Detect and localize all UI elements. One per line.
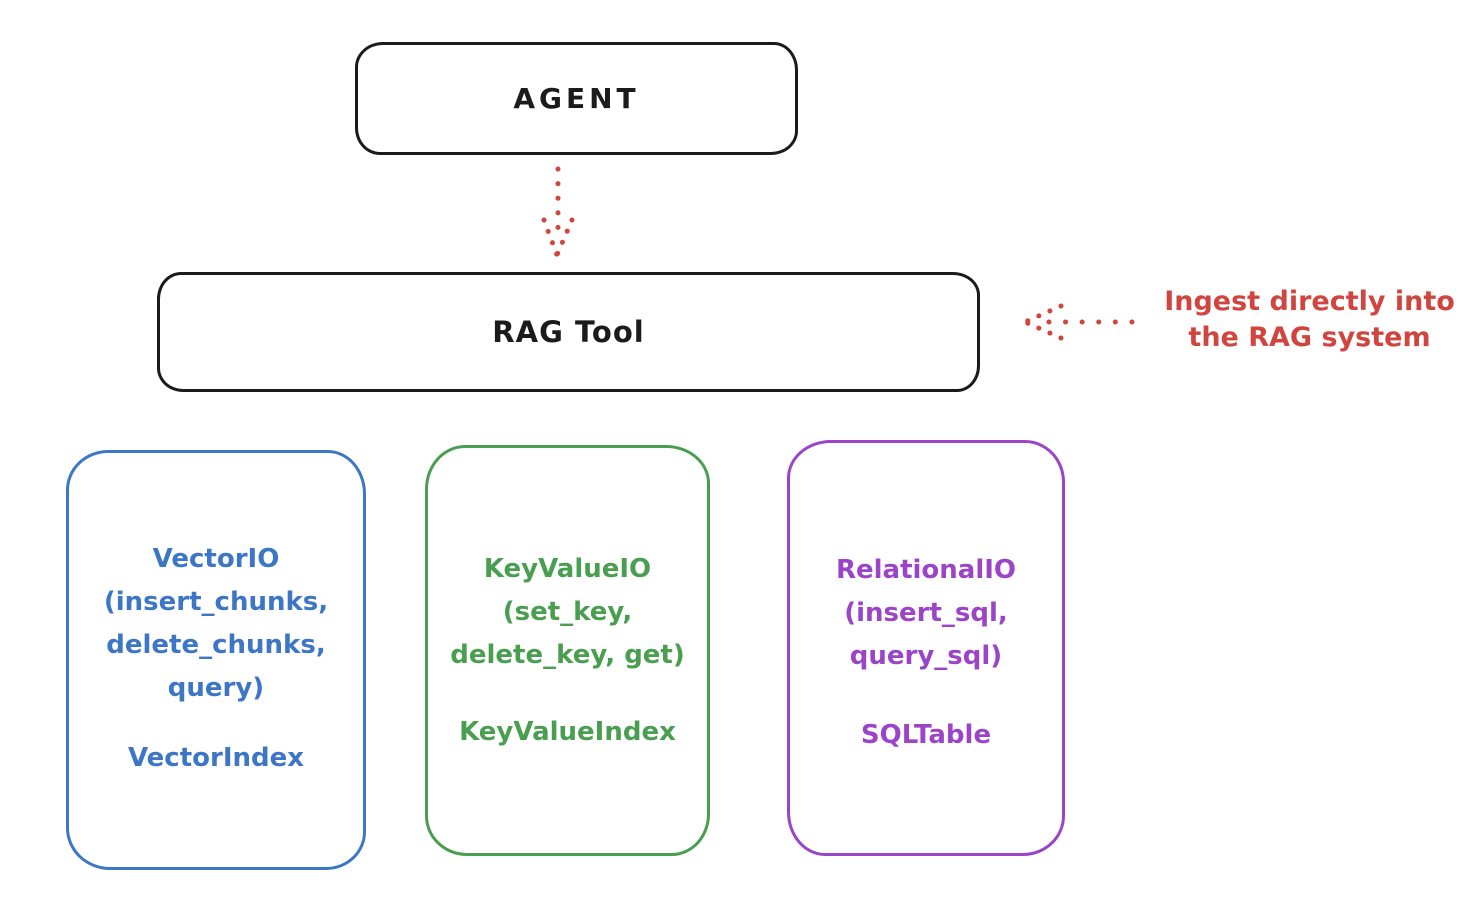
ingest-annotation: Ingest directly into the RAG system [1135,284,1484,356]
ingest-annotation-line1: Ingest directly into [1164,286,1455,317]
relational-io-box: RelationalIO (insert_sql, query_sql) SQL… [787,440,1065,856]
vector-io-line: VectorIO [152,544,280,574]
relational-io-line: query_sql) [849,641,1003,671]
vector-io-methods: VectorIO (insert_chunks, delete_chunks, … [69,538,363,710]
agent-to-ragtool-arrow [541,166,575,258]
keyvalue-io-methods: KeyValueIO (set_key, delete_key, get) [428,548,707,677]
vector-io-box: VectorIO (insert_chunks, delete_chunks, … [66,450,366,870]
relational-io-line: RelationalIO [835,555,1017,585]
keyvalue-io-line: delete_key, get) [450,640,685,670]
keyvalue-io-line: KeyValueIO [483,554,652,584]
relational-io-line: (insert_sql, [844,598,1008,628]
relational-io-methods: RelationalIO (insert_sql, query_sql) [790,549,1062,678]
vector-index-label: VectorIndex [127,743,305,773]
keyvalue-io-line: (set_key, [502,597,633,627]
ingest-annotation-line2: the RAG system [1188,322,1431,353]
keyvalue-index-label: KeyValueIndex [459,717,676,747]
ingest-annotation-arrow [1022,303,1135,341]
agent-label: AGENT [513,82,640,115]
agent-box: AGENT [355,42,798,155]
sql-table-label: SQLTable [860,720,992,750]
vector-io-line: (insert_chunks, [103,587,329,617]
vector-io-line: delete_chunks, [106,630,326,660]
rag-tool-label: RAG Tool [492,315,645,349]
rag-tool-box: RAG Tool [157,272,980,392]
keyvalue-io-box: KeyValueIO (set_key, delete_key, get) Ke… [425,445,710,856]
vector-io-line: query) [167,673,265,703]
